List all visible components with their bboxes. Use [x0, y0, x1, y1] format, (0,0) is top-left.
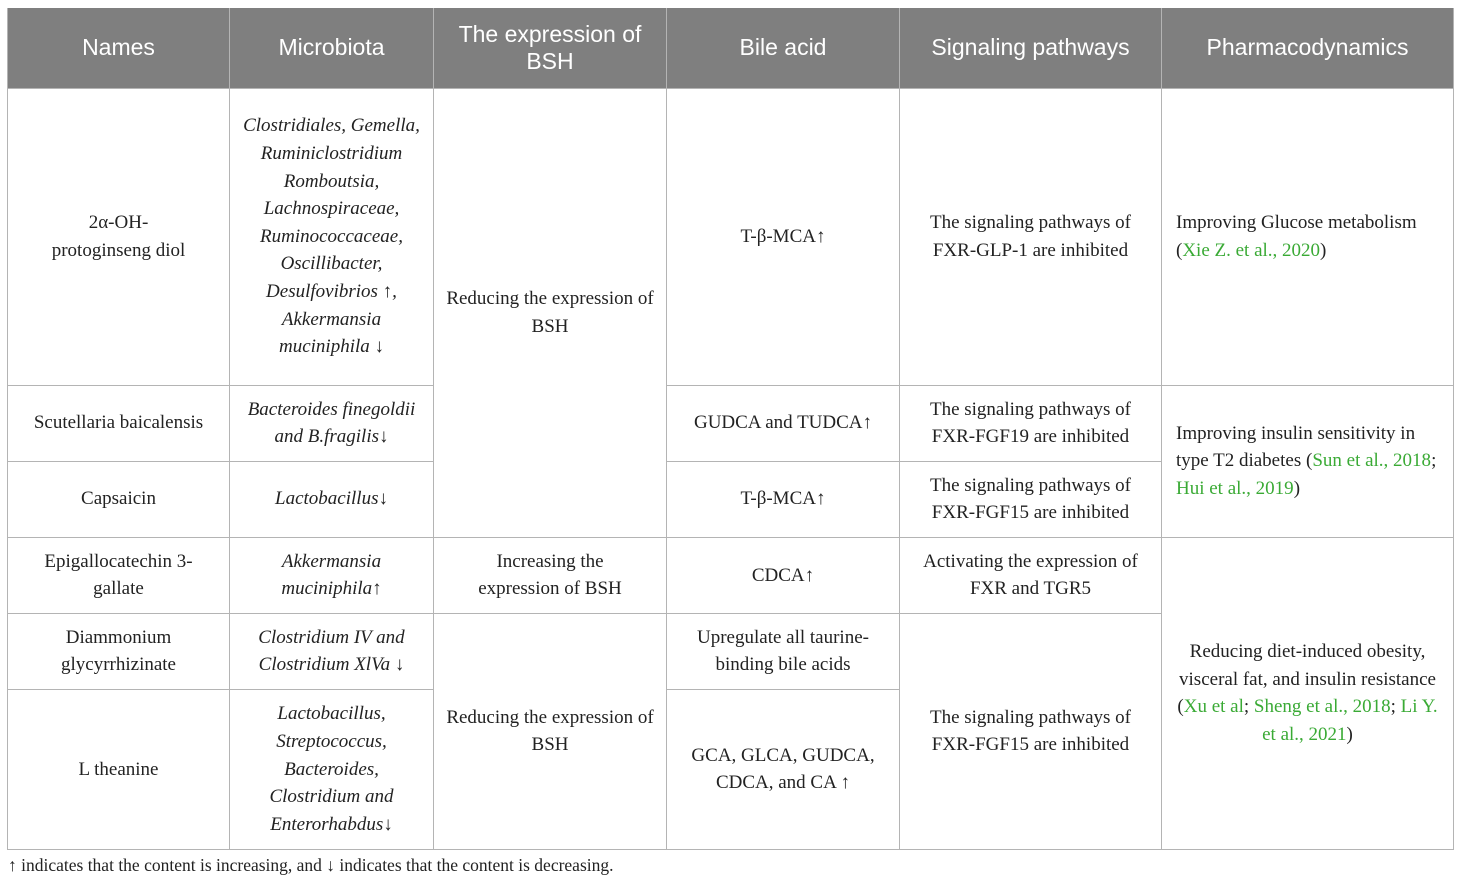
cell-signaling: Activating the expression of FXR and TGR… — [899, 536, 1162, 614]
cell-signaling: The signaling pathways of FXR-FGF15 are … — [899, 612, 1162, 851]
cell-pharmacodynamics: Improving Glucose metabolism (Xie Z. et … — [1161, 87, 1454, 386]
table-row: 2α-OH-protoginseng diol Clostridiales, G… — [7, 87, 1454, 538]
cell-signaling: The signaling pathways of FXR-GLP-1 are … — [899, 87, 1162, 386]
cell-bsh-expression: Reducing the expression of BSH — [433, 87, 667, 538]
pharma-text-end: ) — [1320, 239, 1327, 261]
pharma-separator: ; — [1390, 696, 1401, 718]
cell-bile-acid: CDCA↑ — [666, 536, 900, 614]
bile-acid-table: Names Microbiota The expression of BSH B… — [7, 8, 1454, 851]
cell-microbiota: Lactobacillus, Streptococcus, Bacteroide… — [229, 688, 434, 851]
table-row: Epigallocatechin 3-gallate Akkermansia m… — [7, 536, 1454, 851]
reference-link[interactable]: Sheng et al., 2018 — [1253, 696, 1391, 718]
cell-name: Epigallocatechin 3-gallate — [7, 536, 230, 614]
cell-name: 2α-OH-protoginseng diol — [7, 87, 230, 386]
table-header-row: Names Microbiota The expression of BSH B… — [7, 8, 1454, 88]
table-footnote: ↑ indicates that the content is increasi… — [8, 855, 614, 875]
header-bsh-expression: The expression of BSH — [433, 8, 667, 88]
header-pharmacodynamics: Pharmacodynamics — [1161, 8, 1454, 88]
pharma-text: Reducing diet-induced obesity, visceral … — [1177, 641, 1436, 718]
cell-bile-acid: T-β-MCA↑ — [666, 460, 900, 538]
cell-pharmacodynamics: Reducing diet-induced obesity, visceral … — [1161, 536, 1454, 851]
header-microbiota: Microbiota — [229, 8, 434, 88]
table-row: Capsaicin Lactobacillus↓ T-β-MCA↑ The si… — [7, 460, 1454, 538]
header-names: Names — [7, 8, 230, 88]
cell-microbiota: Bacteroides finegoldii and B.fragilis↓ — [229, 384, 434, 462]
cell-bsh-expression: Reducing the expression of BSH — [433, 612, 667, 851]
cell-bile-acid: GCA, GLCA, GUDCA, CDCA, and CA ↑ — [666, 688, 900, 851]
table-row: Diammonium glycyrrhizinate Clostridium I… — [7, 612, 1454, 851]
cell-pharmacodynamics: Improving insulin sensitivity in type T2… — [1161, 384, 1454, 538]
cell-name: Diammonium glycyrrhizinate — [7, 612, 230, 690]
cell-bile-acid: Upregulate all taurine-binding bile acid… — [666, 612, 900, 690]
cell-signaling: The signaling pathways of FXR-FGF15 are … — [899, 460, 1162, 538]
pharma-text-end: ) — [1293, 478, 1301, 500]
reference-link[interactable]: Li Y. et al., 2021 — [1262, 696, 1438, 745]
cell-microbiota: Clostridium IV and Clostridium XlVa ↓ — [229, 612, 434, 690]
cell-microbiota: Akkermansia muciniphila↑ — [229, 536, 434, 614]
pharma-text: Improving Glucose metabolism ( — [1176, 212, 1417, 261]
cell-name: Capsaicin — [7, 460, 230, 538]
cell-signaling: The signaling pathways of FXR-FGF19 are … — [899, 384, 1162, 462]
cell-bile-acid: T-β-MCA↑ — [666, 87, 900, 386]
pharma-separator: ; — [1431, 450, 1437, 472]
cell-name: Scutellaria baicalensis — [7, 384, 230, 462]
pharma-text: Improving insulin sensitivity in type T2… — [1176, 422, 1416, 472]
header-signaling-pathways: Signaling pathways — [899, 8, 1162, 88]
cell-bile-acid: GUDCA and TUDCA↑ — [666, 384, 900, 462]
reference-link[interactable]: Sun et al., 2018 — [1312, 450, 1432, 472]
header-bile-acid: Bile acid — [666, 8, 900, 88]
table-row: L theanine Lactobacillus, Streptococcus,… — [7, 688, 1454, 851]
pharma-text-end: ) — [1346, 723, 1353, 745]
reference-link[interactable]: Xu et al — [1183, 696, 1244, 718]
cell-microbiota: Clostridiales, Gemella, Ruminiclostridiu… — [229, 87, 434, 386]
cell-microbiota: Lactobacillus↓ — [229, 460, 434, 538]
pharma-separator: ; — [1243, 696, 1254, 718]
cell-bsh-expression: Increasing the expression of BSH — [433, 536, 667, 614]
table-row: Scutellaria baicalensis Bacteroides fine… — [7, 384, 1454, 538]
reference-link[interactable]: Hui et al., 2019 — [1176, 478, 1294, 500]
cell-name: L theanine — [7, 688, 230, 851]
reference-link[interactable]: Xie Z. et al., 2020 — [1182, 239, 1321, 261]
